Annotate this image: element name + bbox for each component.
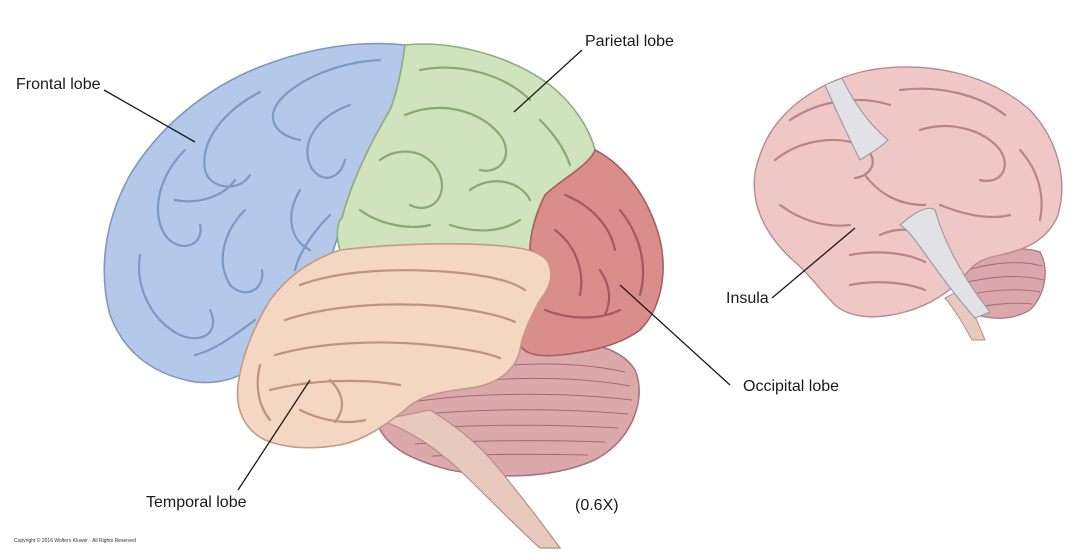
insula-label: Insula: [726, 290, 769, 307]
magnification-label: (0.6X): [575, 497, 619, 514]
upper-retractor-band: [824, 77, 889, 161]
temporal-leader-line: [237, 379, 311, 491]
lower-retractor-band: [898, 207, 991, 319]
leader-lines: [103, 49, 856, 491]
parietal-lobe-label: Parietal lobe: [585, 33, 674, 50]
insula-leader-line: [771, 227, 856, 299]
occipital-lobe-region: [519, 148, 664, 357]
copyright-notice: Copyright © 2016 Wolters Kluwer · All Ri…: [14, 538, 136, 544]
insula-brain: [753, 66, 1063, 341]
temporal-lobe-region: [236, 243, 552, 449]
occipital-leader-line: [619, 284, 731, 386]
temporal-lobe-label: Temporal lobe: [146, 494, 247, 511]
brainstem: [377, 409, 562, 549]
frontal-leader-line: [103, 89, 196, 143]
occipital-lobe-label: Occipital lobe: [743, 378, 840, 395]
parietal-leader-line: [513, 49, 583, 113]
frontal-lobe-label: Frontal lobe: [16, 76, 101, 93]
